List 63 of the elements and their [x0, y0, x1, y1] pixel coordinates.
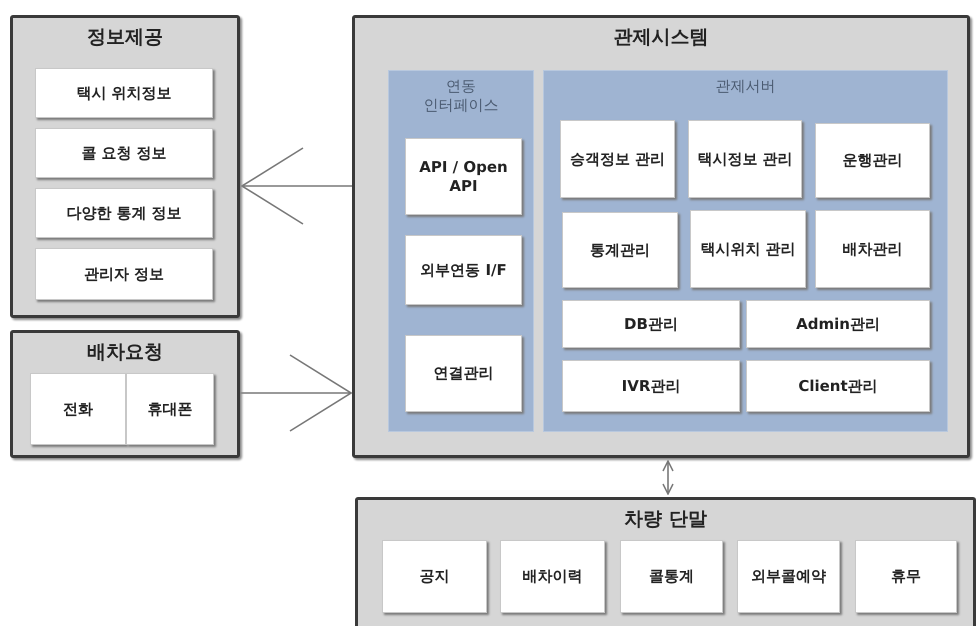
item-box	[30, 373, 126, 445]
box-label: 휴무	[891, 567, 921, 586]
panel-title: 관제서버	[716, 77, 776, 96]
server-panel	[543, 70, 948, 432]
module-box	[746, 360, 930, 412]
box-label: 통계관리	[590, 240, 650, 260]
item-box	[35, 68, 213, 118]
item-box	[382, 540, 487, 613]
box-label: 외부연동 I/F	[420, 260, 507, 280]
item-box	[35, 128, 213, 178]
arrow	[662, 460, 674, 495]
box-label: 승객정보 관리	[570, 150, 666, 168]
item-box	[620, 540, 723, 613]
module-box	[690, 210, 806, 288]
terminal-panel	[355, 497, 976, 626]
box-label: DB관리	[624, 314, 678, 334]
box-label: 배차관리	[842, 240, 902, 258]
item-box	[126, 373, 214, 445]
arrow	[241, 147, 352, 225]
box-label: API / Open API	[418, 158, 509, 196]
box-label: 콜통계	[649, 567, 694, 586]
box-label: 콜 요청 정보	[81, 144, 167, 162]
module-box	[405, 138, 522, 215]
box-label: 운행관리	[842, 151, 902, 170]
request-panel	[10, 330, 240, 458]
module-box	[405, 235, 522, 305]
box-label: 연결관리	[434, 364, 494, 383]
box-label: 배차이력	[522, 567, 582, 586]
module-box	[746, 300, 930, 348]
module-box	[815, 210, 930, 288]
box-label: 외부콜예약	[751, 567, 826, 586]
panel-title: 연동 인터페이스	[422, 77, 500, 114]
box-label: 택시 위치정보	[76, 84, 172, 102]
arrow	[240, 354, 352, 432]
info-panel	[10, 15, 240, 318]
item-box	[855, 540, 957, 613]
module-box	[562, 360, 740, 412]
box-label: 공지	[420, 567, 450, 586]
box-label: 택시위치 관리	[700, 240, 796, 258]
module-box	[562, 300, 740, 348]
box-label: 관리자 정보	[84, 264, 164, 284]
item-box	[737, 540, 840, 613]
item-box	[500, 540, 605, 613]
module-box	[688, 120, 802, 198]
panel-title: 차량 단말	[624, 508, 707, 532]
module-box	[815, 123, 930, 198]
box-label: 전화	[63, 400, 93, 418]
box-label: 택시정보 관리	[697, 150, 793, 168]
module-box	[560, 120, 675, 198]
panel-title: 정보제공	[87, 26, 163, 50]
item-box	[35, 188, 213, 238]
box-label: IVR관리	[622, 376, 680, 396]
module-box	[405, 335, 522, 412]
item-box	[35, 248, 213, 300]
panel-title: 관제시스템	[614, 26, 708, 50]
panel-title: 배차요청	[87, 341, 163, 365]
box-label: Client관리	[798, 376, 878, 396]
module-box	[562, 212, 678, 288]
box-label: Admin관리	[796, 314, 880, 334]
box-label: 휴대폰	[148, 400, 192, 418]
box-label: 다양한 통계 정보	[66, 204, 182, 222]
system-panel	[352, 15, 970, 458]
interface-panel	[388, 70, 534, 432]
